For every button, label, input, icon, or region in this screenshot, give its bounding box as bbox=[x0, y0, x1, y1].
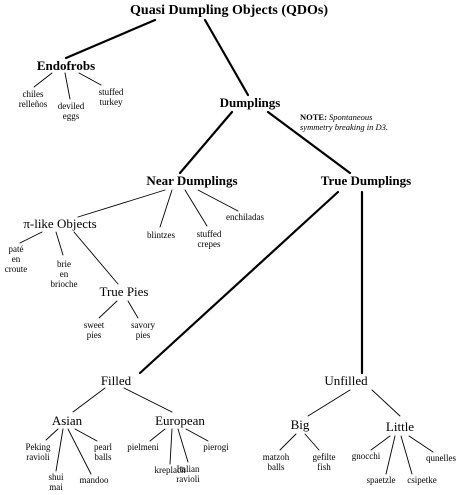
note-line-2: symmetry breaking in D3. bbox=[300, 122, 388, 133]
node-big: Big bbox=[290, 417, 310, 432]
edge-truepies-sweet bbox=[98, 300, 118, 319]
node-italian-ravioli: Italian ravioli bbox=[176, 464, 200, 485]
node-endofrobs: Endofrobs bbox=[36, 58, 96, 73]
note-annotation: NOTE: Spontaneous symmetry breaking in D… bbox=[300, 112, 388, 132]
edge-near-crepes bbox=[184, 189, 208, 227]
node-kreplach: kreplach bbox=[154, 465, 186, 475]
node-true-dumplings: True Dumplings bbox=[320, 173, 412, 188]
node-little: Little bbox=[385, 419, 415, 434]
edge-asian-pearl bbox=[74, 428, 98, 442]
node-spaetzle: spaetzle bbox=[366, 475, 396, 485]
edge-dumplings-near bbox=[178, 110, 234, 175]
edge-endofrobs-deviled bbox=[64, 72, 71, 100]
node-pi-like-objects: π-like Objects bbox=[23, 216, 97, 231]
edge-little-qunelles bbox=[408, 435, 434, 453]
node-sweet-pies: sweet pies bbox=[83, 320, 105, 341]
edge-endofrobs-chiles bbox=[33, 72, 53, 88]
node-dumplings: Dumplings bbox=[219, 95, 281, 110]
node-asian: Asian bbox=[51, 413, 83, 428]
edge-qdo-endofrobs bbox=[64, 18, 157, 60]
node-blintzes: blintzes bbox=[147, 230, 175, 240]
edge-pi-truepies bbox=[73, 231, 119, 285]
node-peking-ravioli: Peking ravioli bbox=[25, 442, 51, 463]
node-shui-mai: shui mai bbox=[48, 472, 64, 493]
edge-near-pi bbox=[77, 189, 166, 218]
edge-asian-shuimai bbox=[55, 428, 64, 472]
edge-qdo-dumplings bbox=[203, 18, 250, 97]
node-qunelles: qunelles bbox=[426, 453, 456, 463]
edge-big-gefilte bbox=[304, 433, 320, 451]
edge-little-spaetzle bbox=[385, 435, 396, 475]
node-true-pies: True Pies bbox=[99, 284, 149, 299]
edge-big-matzoh bbox=[279, 433, 297, 451]
node-csipetke: csipetke bbox=[407, 475, 437, 485]
node-european: European bbox=[155, 413, 205, 428]
note-line-1: Spontaneous bbox=[329, 112, 373, 122]
edge-asian-peking bbox=[45, 428, 59, 441]
diagram-title: Quasi Dumpling Objects (QDOs) bbox=[130, 3, 328, 18]
node-pierogi: pierogi bbox=[203, 442, 229, 452]
edge-near-enchiladas bbox=[197, 189, 239, 212]
node-near-dumplings: Near Dumplings bbox=[146, 173, 238, 188]
edge-unfilled-little bbox=[371, 389, 401, 417]
edge-little-gnocchi bbox=[370, 435, 391, 451]
node-mandoo: mandoo bbox=[79, 475, 109, 485]
node-matzoh-balls: matzoh balls bbox=[262, 452, 290, 473]
edge-european-pierogi bbox=[185, 428, 209, 442]
node-gnocchi: gnocchi bbox=[351, 451, 381, 461]
node-deviled-eggs: deviled eggs bbox=[57, 101, 85, 122]
edge-dumplings-true bbox=[266, 110, 352, 175]
node-gefilte-fish: gefilte fish bbox=[312, 452, 336, 473]
edge-filled-asian bbox=[72, 387, 106, 413]
edge-asian-mandoo bbox=[67, 428, 92, 475]
node-chiles-rellenos: chiles relleños bbox=[18, 89, 48, 110]
node-enchiladas: enchiladas bbox=[226, 212, 264, 222]
node-unfilled: Unfilled bbox=[324, 373, 368, 388]
node-stuffed-crepes: stuffed crepes bbox=[196, 229, 222, 250]
edge-filled-european bbox=[123, 387, 173, 413]
edge-near-blintzes bbox=[159, 189, 173, 228]
edge-european-kreplach bbox=[169, 428, 173, 465]
node-savory-pies: savory pies bbox=[131, 320, 155, 341]
edge-pi-brie bbox=[55, 231, 64, 256]
edge-truepies-savory bbox=[127, 300, 139, 319]
edge-european-pielmeni bbox=[149, 428, 166, 442]
node-filled: Filled bbox=[100, 373, 132, 388]
edge-pi-pate bbox=[19, 231, 43, 244]
note-label: NOTE: bbox=[300, 112, 327, 122]
edge-unfilled-big bbox=[307, 389, 351, 417]
edge-true-filled bbox=[138, 190, 340, 375]
node-pearl-balls: pearl balls bbox=[94, 442, 112, 463]
edge-european-italian bbox=[177, 428, 189, 463]
edge-little-csipetke bbox=[400, 435, 413, 475]
node-stuffed-turkey: stuffed turkey bbox=[98, 87, 124, 108]
node-pate-en-croute: paté en croute bbox=[4, 244, 28, 275]
edge-endofrobs-turkey bbox=[78, 72, 102, 86]
node-brie-en-brioche: brie en brioche bbox=[50, 259, 78, 290]
node-pielmeni: pielmeni bbox=[127, 442, 159, 452]
